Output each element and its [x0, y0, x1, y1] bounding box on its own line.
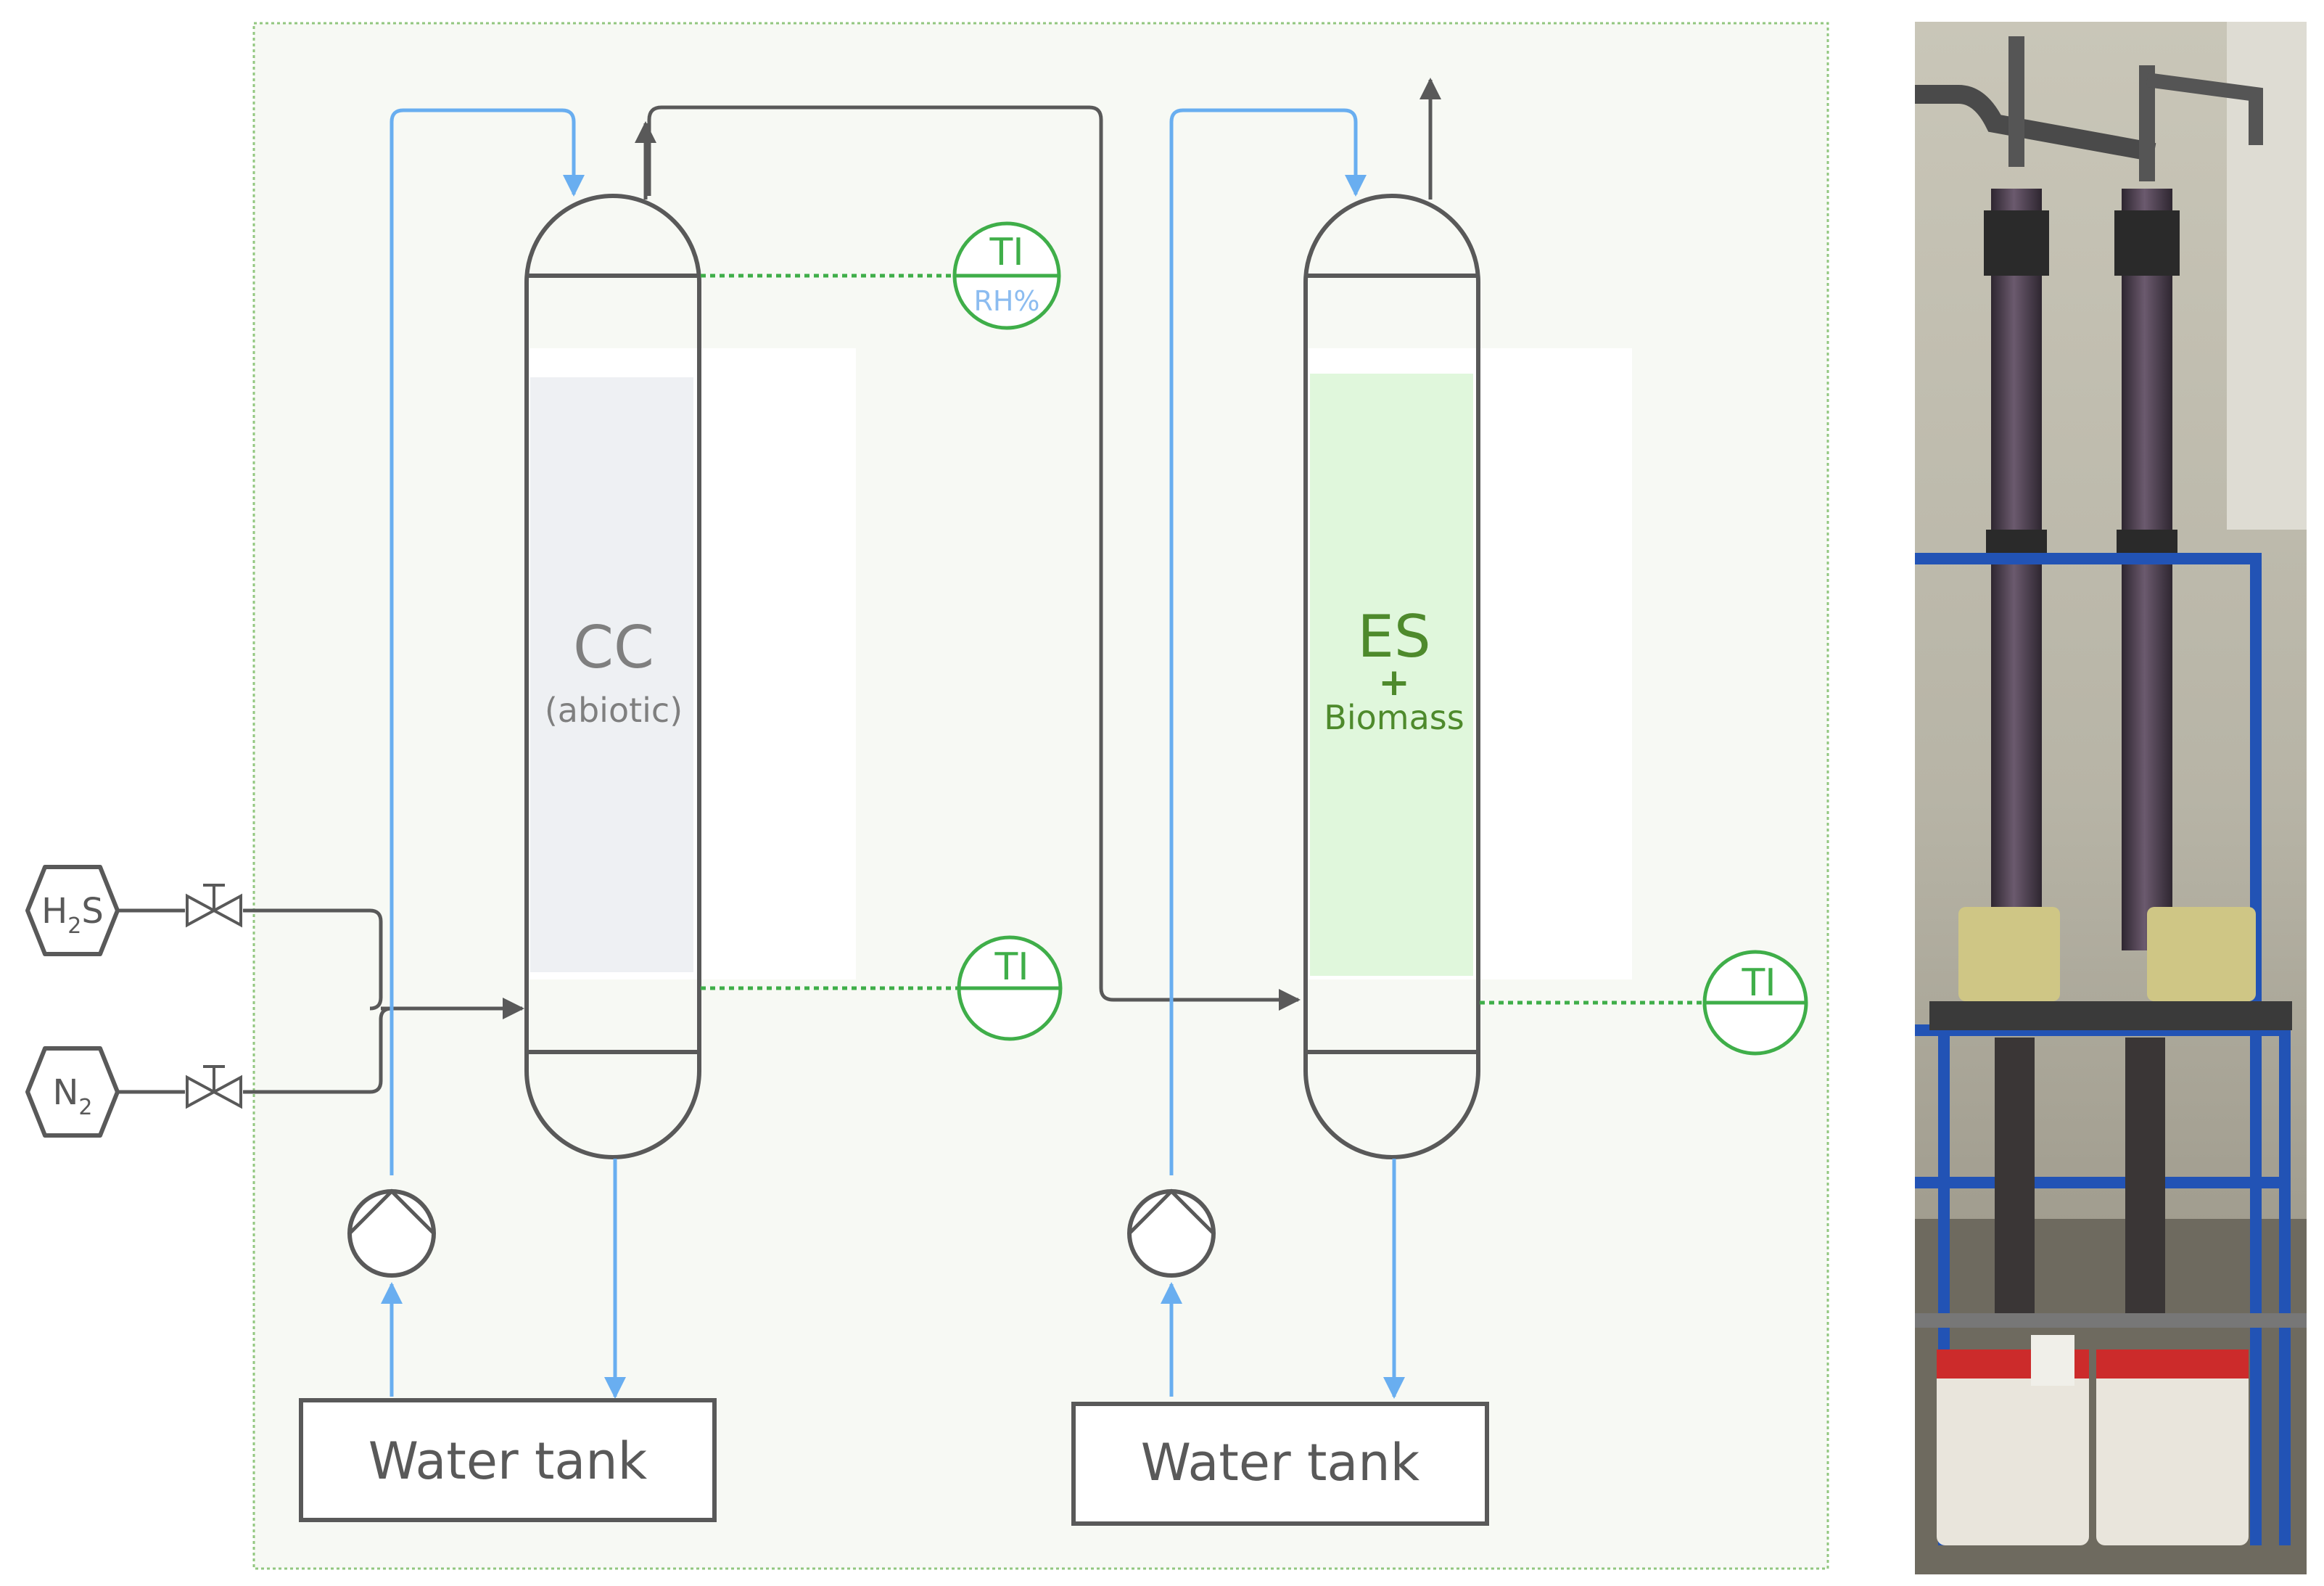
svg-text:RH%: RH% [973, 285, 1039, 317]
svg-text:TI: TI [989, 231, 1023, 274]
es-column: ES + Biomass [1303, 194, 1480, 1159]
svg-text:H2S: H2S [41, 891, 104, 939]
cc-bottom-ti-instrument: TI [957, 935, 1063, 1041]
biofilter-photo [1915, 22, 2307, 1574]
svg-text:Water tank: Water tank [368, 1431, 648, 1491]
svg-text:TI: TI [1741, 961, 1776, 1005]
n2-source: N2 [25, 1046, 120, 1138]
gas-transfer-line [635, 105, 1301, 1011]
es-title: ES [1357, 603, 1430, 670]
cc-water-loop [381, 108, 626, 1399]
cc-subtitle: (abiotic) [545, 691, 683, 730]
es-subtitle: Biomass [1324, 698, 1464, 737]
h2s-source: H2S [25, 865, 120, 956]
cc-title: CC [573, 614, 654, 681]
n2-valve[interactable] [186, 1065, 242, 1109]
es-water-loop [1161, 108, 1405, 1399]
cc-column: CC (abiotic) [524, 194, 701, 1159]
h2s-valve[interactable] [186, 884, 242, 928]
cc-packing [530, 377, 693, 972]
cc-top-ti-rh-instrument: TI RH% [952, 221, 1061, 330]
gas-feed-lines [118, 908, 524, 1094]
es-pump[interactable] [1127, 1188, 1216, 1278]
cc-pump[interactable] [347, 1188, 436, 1278]
es-plus: + [1378, 661, 1410, 704]
right-water-tank: Water tank [1071, 1402, 1489, 1526]
svg-text:TI: TI [994, 945, 1029, 989]
es-bottom-ti-instrument: TI [1702, 950, 1808, 1056]
es-packing [1310, 374, 1473, 976]
left-water-tank: Water tank [299, 1398, 717, 1522]
svg-text:N2: N2 [53, 1072, 93, 1120]
svg-text:Water tank: Water tank [1141, 1433, 1420, 1492]
